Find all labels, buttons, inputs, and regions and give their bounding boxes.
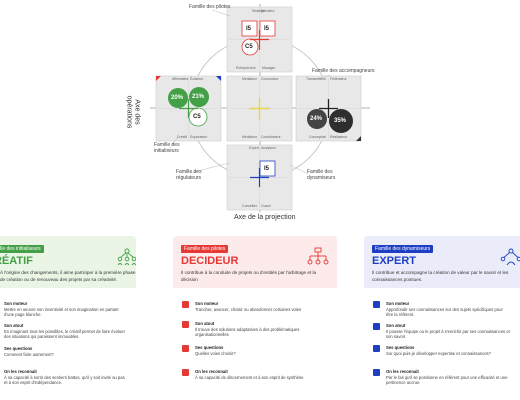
panel-expert-tag: Famille des dynamiseurs (372, 245, 434, 253)
projection-axis-label: Axe de la projection (234, 214, 296, 221)
panel-expert-desc: Il contribue et accompagne la création d… (372, 270, 509, 282)
panel-creatif-header (0, 236, 136, 288)
eye-icon (373, 369, 380, 376)
right-marker-label-1: 24% (310, 116, 323, 122)
item-title: On les reconnait (4, 369, 37, 374)
family-pilotes-label: Famille des pilotes (189, 4, 231, 10)
item-text: En imaginant tous les possibles, le créa… (4, 329, 126, 340)
expert-markers (250, 160, 276, 187)
family-regulateurs-label: Famille des régulateurs (176, 169, 202, 181)
strength-icon (373, 323, 380, 330)
item-text: Sur quoi puis-je développer expertise et… (386, 351, 491, 356)
expert-network-icon (500, 248, 520, 266)
family-dynamiseurs-label: Famille des dynamiseurs (307, 169, 336, 181)
operations-axis-label: Axe des opérations (125, 95, 141, 129)
top-bl-label: Entrepreneur (236, 66, 256, 70)
decision-tree-icon (307, 247, 329, 265)
right-br-label: Réalisateur (330, 135, 348, 139)
dynamiseur-markers (307, 99, 353, 133)
left-tl-label: Affirmateur (172, 77, 189, 81)
diagram-canvas (150, 4, 370, 212)
item-title: Ses questions (386, 345, 415, 350)
item-text: À sa capacité à sortir des sentiers batt… (4, 375, 125, 386)
panel-expert-title: EXPERT (372, 255, 417, 267)
item-title: Son atout (4, 323, 24, 328)
item-text: Mettre en oeuvre son inventivité et son … (4, 307, 119, 318)
top-br-label: Manager (262, 66, 276, 70)
item-text: Approfondir ses connaissances sur des su… (386, 307, 503, 318)
item-text: Quelles voies choisir? (195, 351, 236, 356)
creatif-markers (168, 87, 209, 127)
bottom-tr-label: Analyseur (261, 146, 277, 150)
question-icon (373, 345, 380, 352)
item-title: Son moteur (4, 301, 28, 306)
panel-decideur-tag: Famille des pilotes (181, 245, 229, 253)
center-tr-label: Connecteur (261, 77, 279, 81)
decideur-markers (241, 20, 276, 56)
item-title: Son moteur (386, 301, 410, 306)
item-title: Ses questions (195, 345, 224, 350)
item-text: Par le fait qu'il se positionne en référ… (386, 375, 508, 386)
center-tl-label: Médiateur (242, 77, 258, 81)
item-text: Comment faire autrement? (4, 352, 54, 357)
network-people-icon (117, 248, 136, 266)
right-tl-label: Transmetteur (306, 77, 327, 81)
left-bl-label: Créatif (177, 135, 187, 139)
panel-decideur-header (173, 236, 337, 288)
item-text: Il trouve des solutions adaptatives à de… (195, 327, 300, 338)
bottom-bl-label: Conseiller (242, 204, 258, 208)
right-marker-label-2: 35% (334, 118, 347, 124)
bottom-br-label: Coach (261, 204, 271, 208)
question-icon (182, 345, 189, 352)
panel-expert: Famille des dynamiseurs EXPERT Il contri… (364, 236, 520, 400)
item-title: On les reconnait (386, 369, 419, 374)
panel-expert-header (364, 236, 520, 288)
item-text: À sa capacité de discernement et à son e… (195, 375, 304, 380)
left-marker-label-2: 21% (192, 94, 205, 100)
panel-creatif-title: CRÉATIF (0, 255, 33, 267)
panel-decideur-title: DECIDEUR (181, 255, 239, 267)
right-tr-label: Fédérateur (330, 77, 347, 81)
center-bl-label: Médiateur (242, 135, 258, 139)
eye-icon (182, 369, 189, 376)
top-marker-label-1: I5 (246, 26, 252, 32)
profile-diagram: I5 I5 C5 20% 21% C5 24% 35% I5 Stratège … (125, 4, 375, 221)
left-marker-label-3: C5 (193, 114, 201, 120)
left-tr-label: Éclaireur (190, 77, 204, 81)
panel-decideur: Famille des pilotes DECIDEUR Il contribu… (173, 236, 337, 400)
left-br-label: Explorateur (190, 135, 208, 139)
right-bl-label: Conceptuel (309, 135, 327, 139)
panel-creatif-desc: À l'origine des changements, il aime par… (0, 270, 136, 282)
item-title: On les reconnait (195, 369, 228, 374)
item-text: Il pousse l'équipe ou le projet à s'enri… (386, 329, 510, 340)
family-leader-lines (167, 9, 331, 175)
panel-decideur-desc: Il contribue à la conduite de projets ou… (181, 270, 317, 282)
family-initialiseurs-label: Famille des initialiseurs (154, 142, 180, 154)
motor-icon (182, 301, 189, 308)
motor-icon (373, 301, 380, 308)
panel-creatif-tag: Famille des initialiseurs (0, 245, 44, 253)
top-marker-label-3: C5 (245, 44, 253, 50)
item-title: Son atout (386, 323, 406, 328)
strength-icon (182, 321, 189, 328)
left-marker-label-1: 20% (171, 95, 184, 101)
bottom-tl-label: Expert (249, 146, 259, 150)
family-accompagneurs-label: Famille des accompagneurs (312, 68, 375, 74)
item-title: Son moteur (195, 301, 219, 306)
panel-creatif: Famille des initialiseurs CRÉATIF À l'or… (0, 236, 136, 400)
item-title: Son atout (195, 321, 215, 326)
item-text: Trancher, avancer, choisir ou abandonner… (195, 307, 302, 312)
square-center (226, 75, 293, 142)
item-title: Ses questions (4, 346, 33, 351)
top-tr-label: Décideur (261, 9, 275, 13)
bottom-marker-label-1: I5 (264, 166, 270, 172)
top-marker-label-2: I5 (264, 26, 270, 32)
center-br-label: Coordinateur (261, 135, 281, 139)
top-tl-label: Stratège (252, 9, 265, 13)
